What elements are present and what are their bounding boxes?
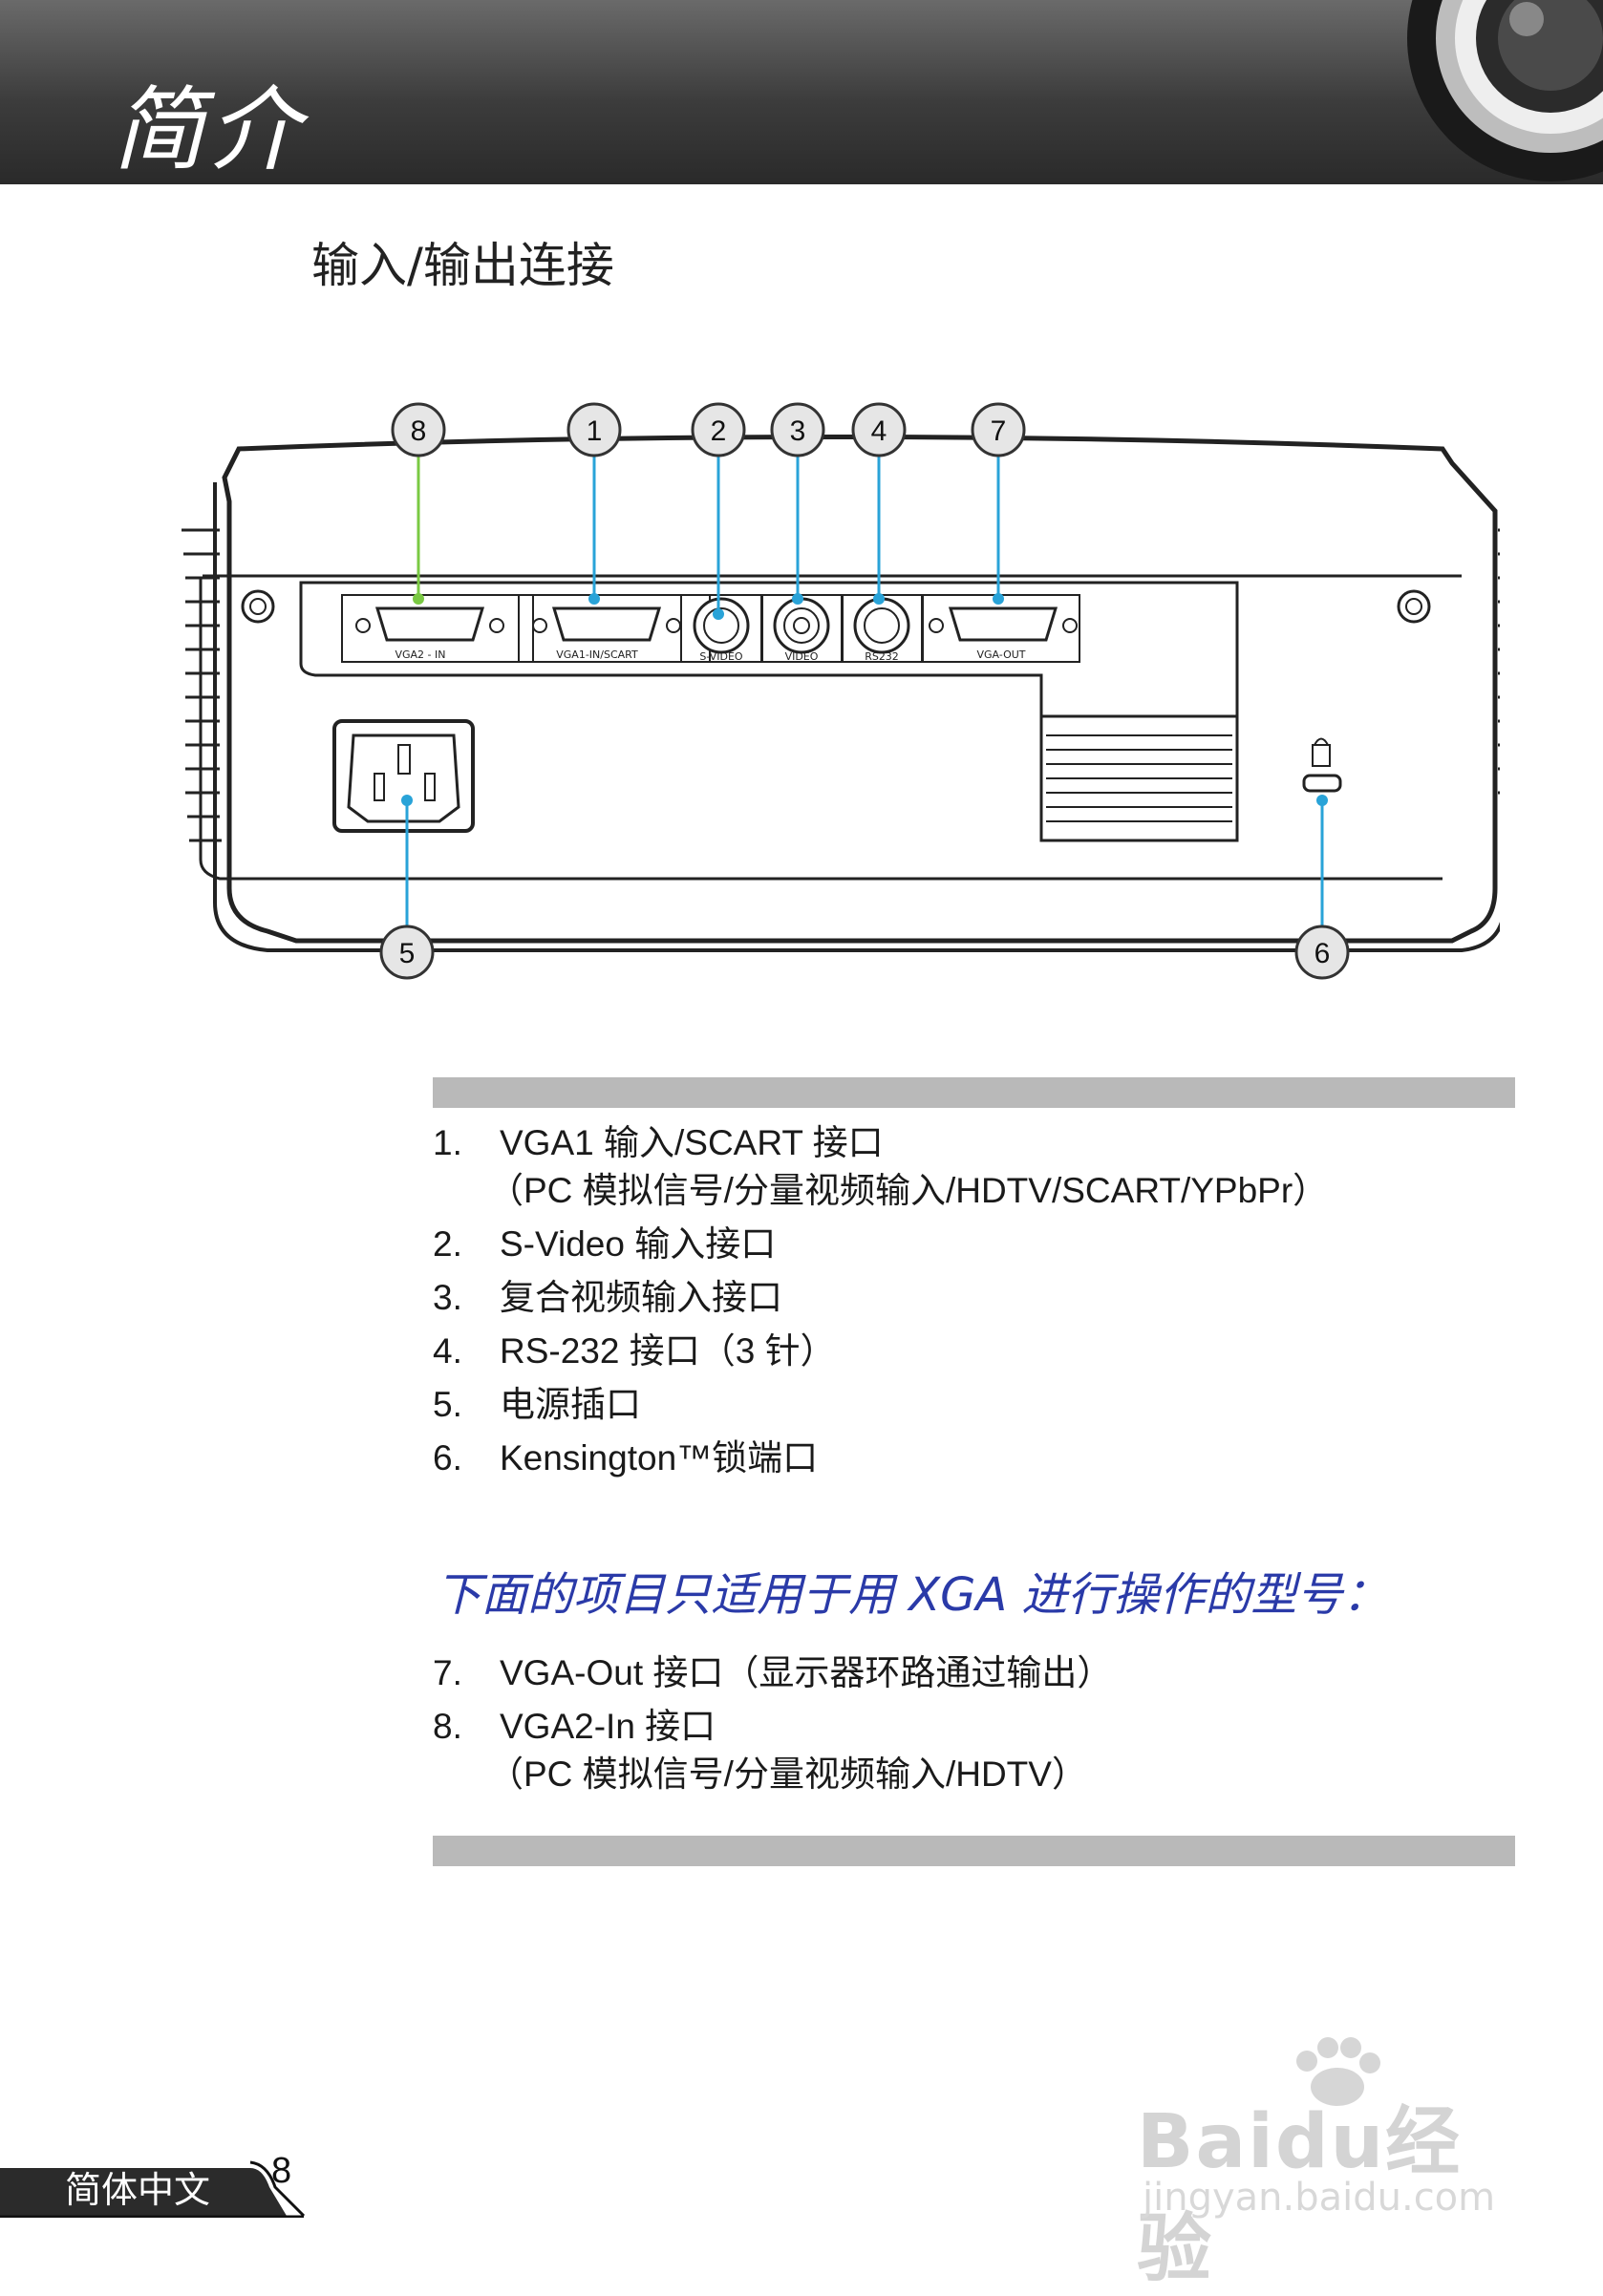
callout-1: 1 (566, 402, 622, 457)
watermark-url: jingyan.baidu.com (1143, 2176, 1496, 2220)
list-item: 7. VGA-Out 接口（显示器环路通过输出） (433, 1653, 1113, 1692)
list-item: 2. S-Video 输入接口 (433, 1224, 777, 1264)
footer-tab (0, 2160, 306, 2218)
port-label-rs232: RS232 (865, 650, 899, 663)
page-number: 8 (271, 2151, 292, 2191)
svg-text:1: 1 (587, 415, 603, 447)
list-item: 6. Kensington™锁端口 (433, 1438, 819, 1478)
callout-8: 8 (391, 402, 446, 457)
callout-4: 4 (851, 402, 907, 457)
watermark-brand: Baidu经验 (1137, 2099, 1463, 2292)
section-title: 输入/输出连接 (311, 238, 614, 293)
callout-5: 5 (379, 925, 435, 980)
svg-text:6: 6 (1314, 938, 1331, 969)
svg-text:5: 5 (399, 938, 416, 969)
kensington-lock-icon (1312, 737, 1331, 767)
callout-3: 3 (770, 402, 825, 457)
connector-list: 1. VGA1 输入/SCART 接口 （PC 模拟信号/分量视频输入/HDTV… (433, 1119, 1515, 1488)
svg-text:8: 8 (411, 415, 427, 447)
separator-bar-top (433, 1077, 1515, 1108)
svg-text:4: 4 (871, 415, 887, 447)
callout-2: 2 (691, 402, 746, 457)
callout-7: 7 (971, 402, 1026, 457)
page-header: 简介 (0, 0, 1603, 184)
port-label-vgaout: VGA-OUT (976, 648, 1025, 661)
svg-text:2: 2 (711, 415, 727, 447)
port-label-video: VIDEO (785, 650, 819, 663)
footer-language: 简体中文 (65, 2169, 211, 2211)
list-item: 8. VGA2-In 接口 （PC 模拟信号/分量视频输入/HDTV） (433, 1707, 1087, 1794)
baidu-watermark: Baidu经验 jingyan.baidu.com (1137, 2037, 1519, 2292)
list-item: 5. 电源插口 (433, 1385, 641, 1424)
callout-6: 6 (1294, 925, 1350, 980)
list-item: 4. RS-232 接口（3 针） (433, 1331, 836, 1371)
lens-graphic (1383, 0, 1603, 184)
port-label-svideo: S-VIDEO (699, 650, 742, 663)
svg-text:7: 7 (991, 415, 1007, 447)
port-label-vga2: VGA2 - IN (395, 648, 445, 661)
paw-icon (1296, 2037, 1380, 2106)
separator-bar-bottom (433, 1836, 1515, 1866)
list-item: 3. 复合视频输入接口 (433, 1278, 782, 1317)
svg-text:3: 3 (790, 415, 806, 447)
rear-panel-diagram: VGA2 - IN VGA1-IN/SCART S-VIDEO VIDEO RS… (162, 387, 1538, 1002)
list-item: 1. VGA1 输入/SCART 接口 （PC 模拟信号/分量视频输入/HDTV… (433, 1123, 1329, 1210)
xga-note: 下面的项目只适用于用 XGA 进行操作的型号： (436, 1568, 1389, 1622)
xga-connector-list: 7. VGA-Out 接口（显示器环路通过输出） 8. VGA2-In 接口 （… (433, 1649, 1515, 1804)
chapter-title: 简介 (113, 76, 304, 183)
port-label-vga1: VGA1-IN/SCART (556, 648, 638, 661)
